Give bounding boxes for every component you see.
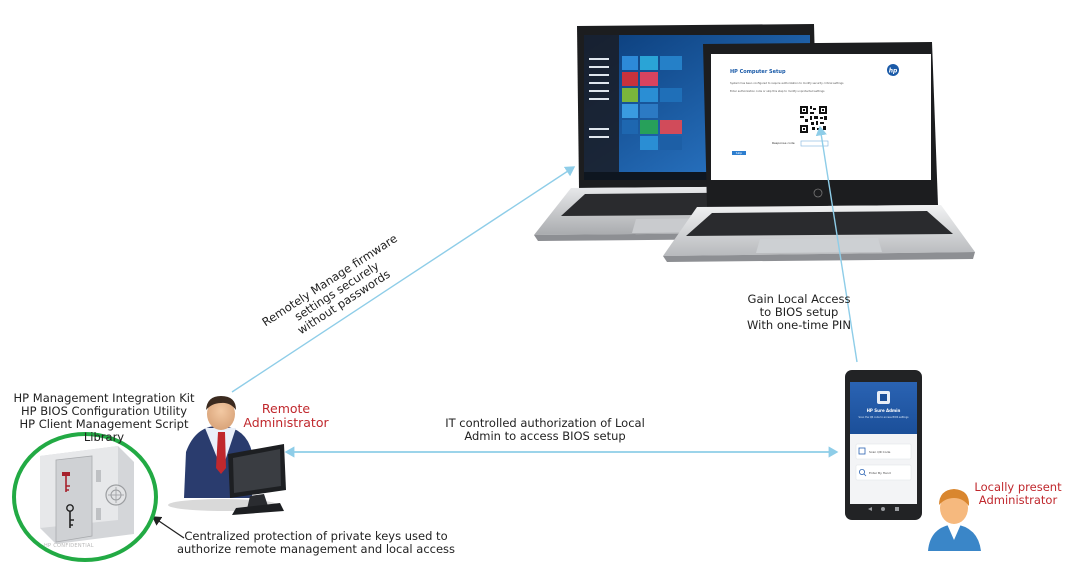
vault — [12, 432, 158, 562]
phone-subtitle: Scan the QR code to access BIOS settings — [858, 416, 909, 419]
bios-screen-title: HP Computer Setup — [730, 69, 786, 75]
bios-screen-line2: Enter authorization code or skip this st… — [730, 90, 825, 93]
vault-confidential-label: HP CONFIDENTIAL — [44, 543, 94, 549]
arrow-remote-to-laptop — [231, 166, 576, 393]
smartphone — [845, 370, 922, 520]
phone-item-enter-label[interactable]: Enter By Hand — [869, 471, 891, 475]
tool-mik: HP Management Integration Kit — [13, 391, 195, 405]
arrow-phone-to-bios — [815, 125, 858, 363]
tools-list: HP Management Integration Kit HP BIOS Co… — [4, 392, 204, 444]
phone-item-scan[interactable] — [855, 443, 912, 460]
response-code-field — [800, 140, 829, 147]
bios-screen-line1: System has been configured to require au… — [730, 82, 844, 85]
qr-code — [799, 105, 828, 134]
bios-skip-button[interactable]: Skip — [732, 151, 746, 155]
laptop-bios: hp — [663, 42, 975, 262]
protection-label: Centralized protection of private keys u… — [176, 529, 456, 556]
local-access-label: Gain Local Access to BIOS setup With one… — [747, 292, 851, 332]
bios-response-label: Response code — [772, 141, 795, 145]
remote-admin-figure — [168, 396, 286, 515]
svg-text:hp: hp — [889, 68, 898, 75]
authorization-label: IT controlled authorization of Local Adm… — [445, 416, 645, 443]
phone-item-enter[interactable] — [855, 464, 912, 481]
tool-cmsl: HP Client Management Script Library — [19, 417, 189, 444]
remote-admin-label: Remote Administrator — [243, 401, 329, 430]
phone-item-scan-label[interactable]: Scan QR Code — [869, 450, 891, 454]
tool-bcu: HP BIOS Configuration Utility — [21, 404, 187, 418]
phone-app-name: HP Sure Admin — [866, 408, 901, 413]
local-admin-figure — [928, 489, 981, 551]
arrow-protection-to-vault — [151, 516, 185, 539]
arrows — [231, 125, 858, 458]
local-admin-label: Locally present Administrator — [974, 480, 1062, 507]
